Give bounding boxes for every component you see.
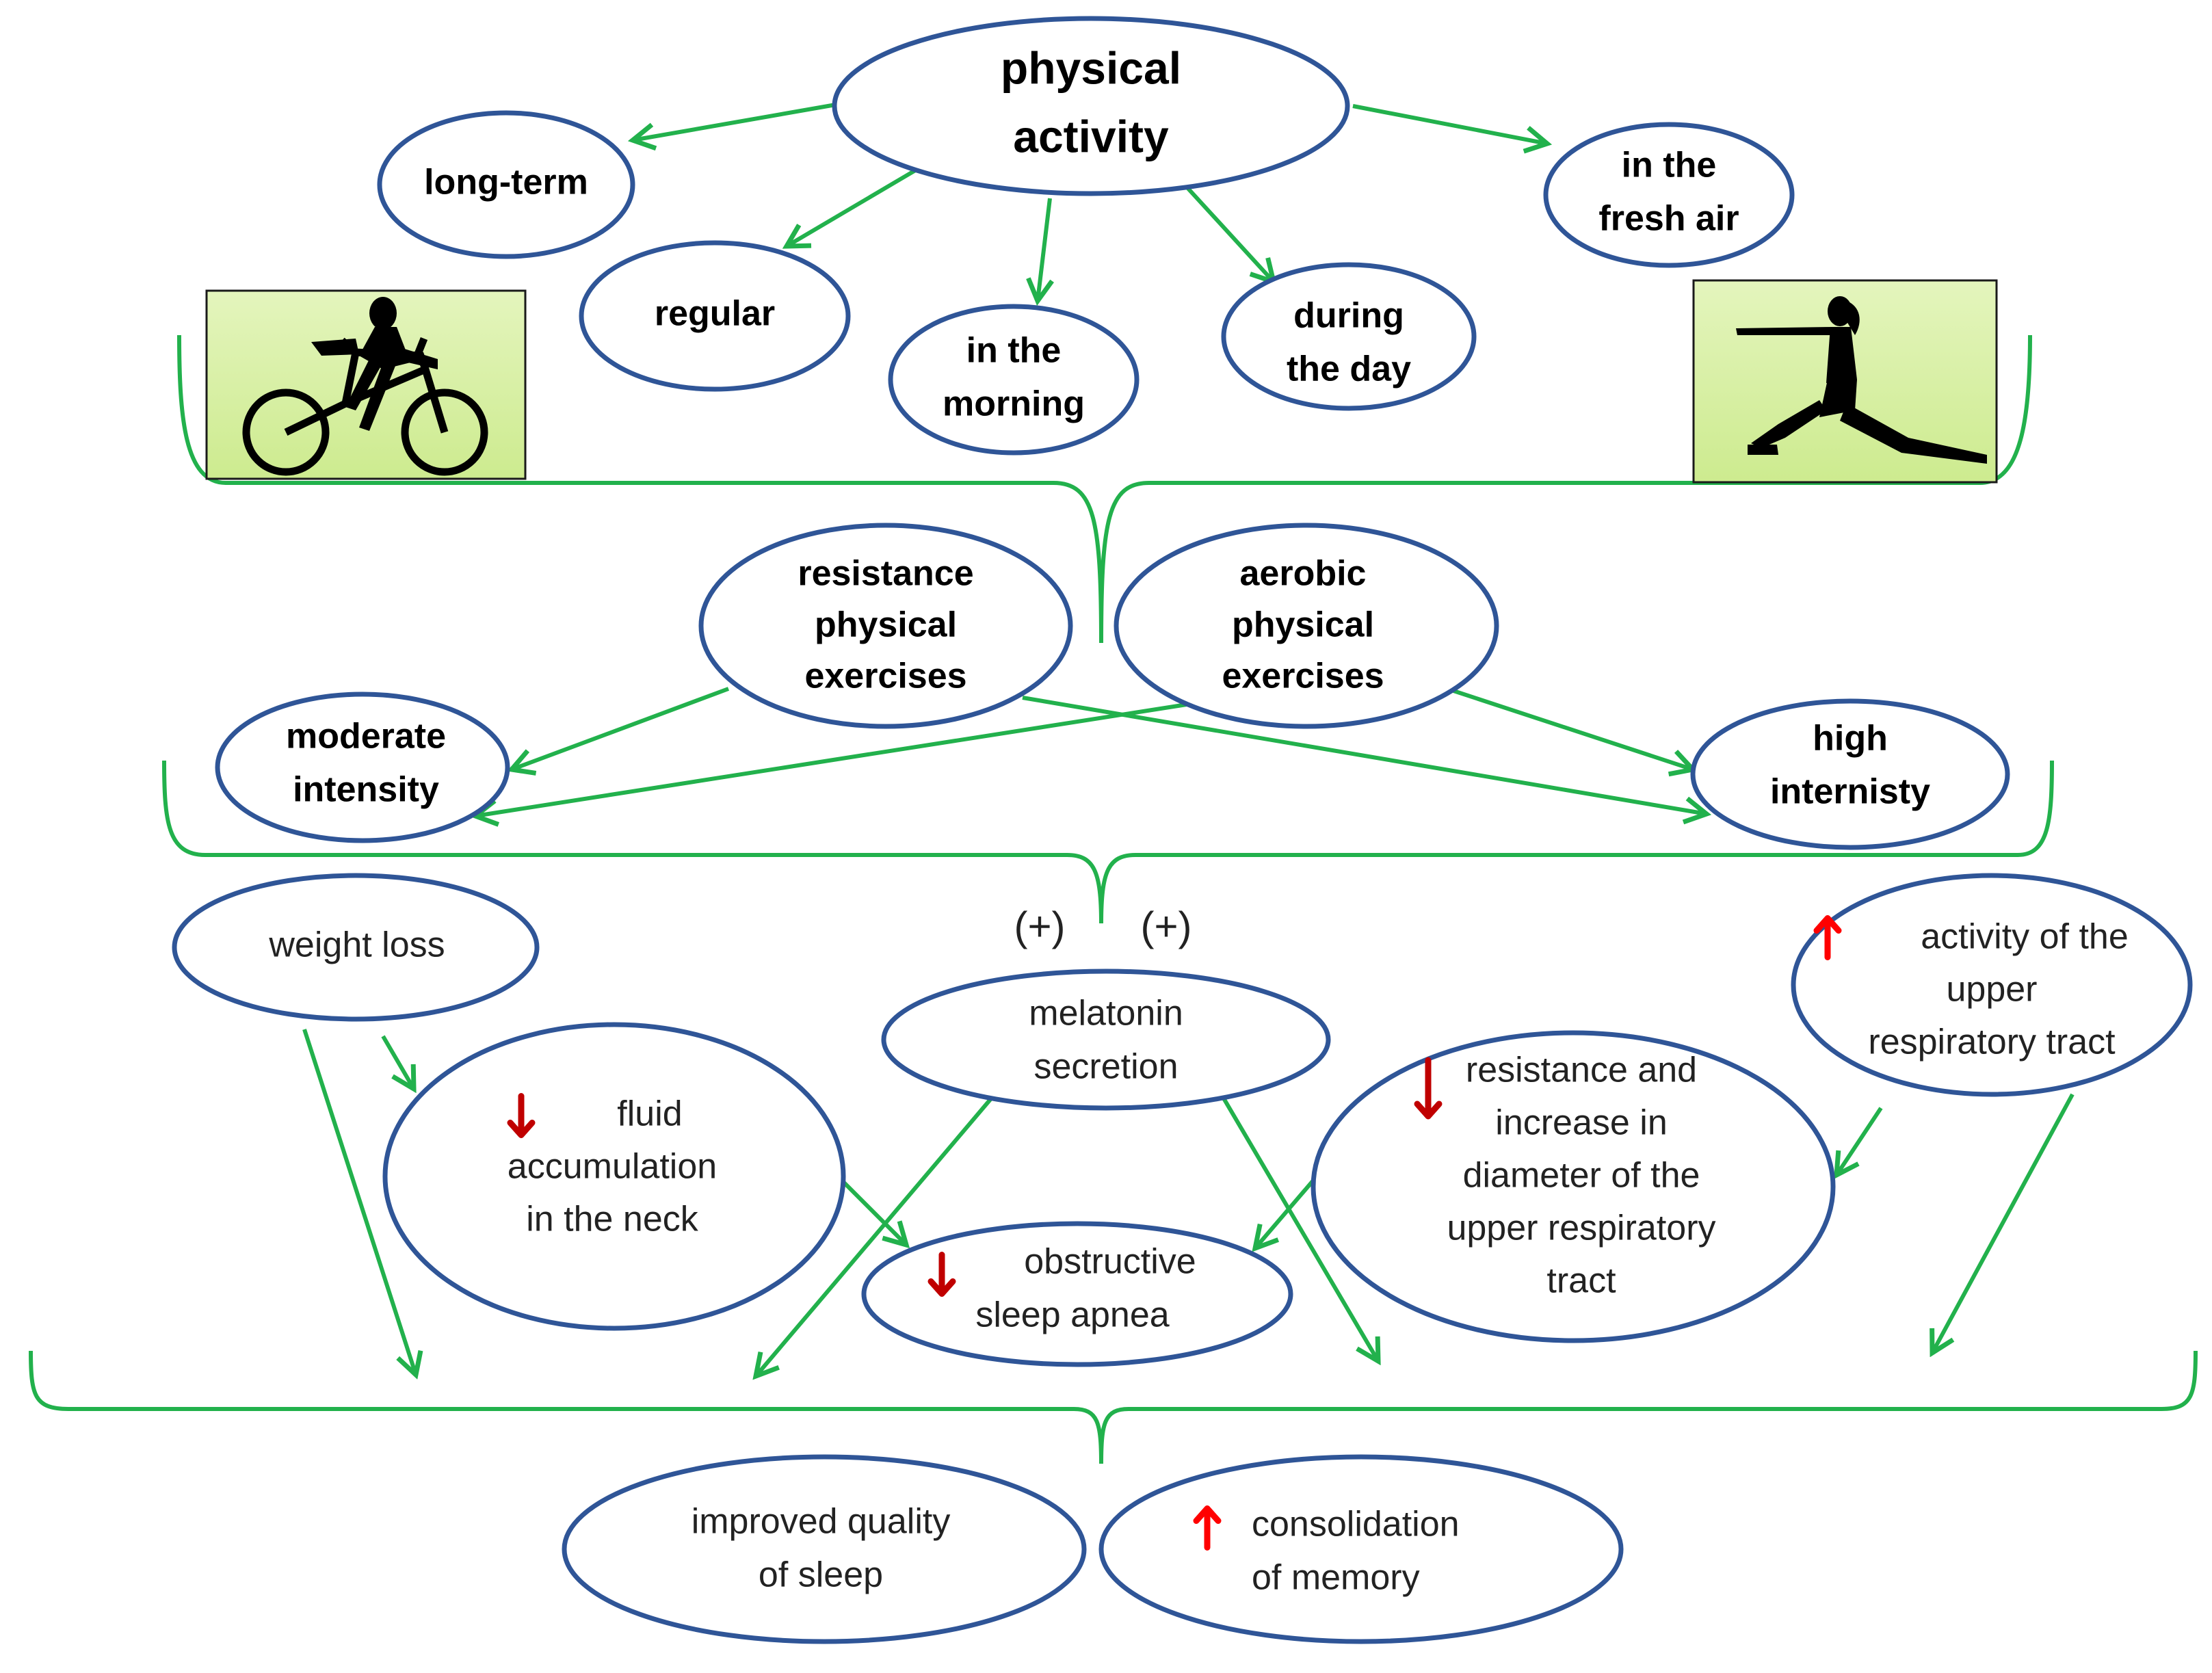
label-sleep-quality-line-1: improved quality <box>692 1502 951 1542</box>
arrow-diameter-apnea <box>1255 1175 1319 1248</box>
label-long-term-line-1: long-term <box>424 163 588 202</box>
indicators <box>507 915 1842 1551</box>
arrow-resistance-moderate <box>512 687 730 769</box>
label-apnea-line-2: sleep apnea <box>975 1295 1169 1335</box>
label-high-line-2: internisty <box>1770 772 1930 812</box>
label-resistance-line-3: exercises <box>804 657 966 696</box>
node-resistance <box>698 523 1073 729</box>
label-memory-line-2: of memory <box>1252 1558 1420 1598</box>
label-melatonin-line-1: melatonin <box>1029 994 1183 1033</box>
node-long-term <box>377 110 635 259</box>
label-upper-activity-line-3: respiratory tract <box>1868 1023 2116 1062</box>
label-melatonin-line-2: secretion <box>1034 1047 1179 1087</box>
label-resistance-line-2: physical <box>815 605 957 645</box>
node-memory <box>1098 1454 1624 1644</box>
label-memory-line-1: consolidation <box>1252 1505 1460 1544</box>
node-sleep-quality <box>562 1454 1087 1644</box>
bracket-top <box>177 334 2032 644</box>
label-aerobic-line-2: physical <box>1232 605 1374 645</box>
label-physical-activity-line-1: physical <box>1001 42 1181 93</box>
label-fresh-air-line-1: in the <box>1622 146 1717 185</box>
label-in-the-morning-line-2: morning <box>943 384 1085 424</box>
plus-marker-right: (+) <box>1141 904 1192 949</box>
label-fluid-line-3: in the neck <box>526 1200 698 1239</box>
arrow-weightloss-fluid <box>381 1035 414 1089</box>
node-morning <box>888 304 1140 456</box>
arrow-upper-bottom <box>1932 1093 2075 1353</box>
label-apnea-line-1: obstructive <box>1024 1242 1196 1282</box>
node-physical-activity <box>832 16 1350 196</box>
label-in-the-morning-line-1: in the <box>966 331 1062 371</box>
node-weight-loss <box>172 873 540 1022</box>
arrow-upper-diameter <box>1836 1107 1883 1175</box>
arrows <box>302 103 2075 1376</box>
node-melatonin <box>881 969 1331 1111</box>
arrow-melatonin-bottom <box>756 1096 994 1376</box>
node-aerobic <box>1114 523 1499 729</box>
indicator-memory-up-arrow-icon <box>1193 1505 1222 1551</box>
arrow-melatonin-right <box>1205 1069 1378 1361</box>
arrow-pa-regular <box>787 168 918 246</box>
node-resistance-diameter <box>1311 1030 1836 1343</box>
arrow-weightloss-bottom <box>302 1029 416 1375</box>
label-fluid-line-1: fluid <box>617 1094 682 1134</box>
grouping-brackets <box>29 334 2198 1464</box>
arrow-pa-morning <box>1038 198 1050 301</box>
indicator-upper-activity-up-arrow-icon <box>1813 915 1842 960</box>
label-during-the-day-line-1: during <box>1293 296 1404 336</box>
label-resistance-diameter-line-4: upper respiratory <box>1447 1209 1715 1248</box>
arrow-pa-longterm <box>633 103 837 140</box>
label-resistance-diameter-line-2: increase in <box>1495 1103 1667 1143</box>
node-fresh-air <box>1543 122 1795 268</box>
label-moderate-line-1: moderate <box>286 717 446 756</box>
node-upper-activity <box>1791 873 2193 1097</box>
label-resistance-diameter-line-1: resistance and <box>1466 1051 1697 1090</box>
cyclist-image <box>205 289 527 480</box>
node-shapes <box>172 16 2193 1644</box>
node-high <box>1690 698 2010 850</box>
label-high-line-1: high <box>1813 719 1888 759</box>
label-fresh-air-line-2: fresh air <box>1598 199 1739 239</box>
bracket-bottom <box>29 1350 2198 1464</box>
node-regular <box>579 240 851 392</box>
indicator-resistance-diameter-down-arrow-icon <box>1414 1057 1443 1120</box>
label-aerobic-line-1: aerobic <box>1240 554 1367 594</box>
arrow-pa-freshair <box>1352 104 1547 144</box>
bracket-middle <box>162 760 2054 924</box>
label-resistance-diameter-line-3: diameter of the <box>1463 1156 1700 1196</box>
label-resistance-line-1: resistance <box>798 554 973 594</box>
arrow-aerobic-moderate <box>475 702 1187 816</box>
label-upper-activity-line-1: activity of the <box>1921 917 2128 957</box>
label-physical-activity-line-2: activity <box>1013 111 1169 161</box>
indicator-fluid-down-arrow-icon <box>507 1093 536 1138</box>
node-apnea <box>861 1221 1293 1367</box>
label-during-the-day-line-2: the day <box>1287 350 1411 389</box>
arrow-aerobic-high <box>1453 689 1693 769</box>
node-day <box>1221 262 1477 411</box>
arrow-resistance-high <box>1022 696 1707 814</box>
indicator-apnea-down-arrow-icon <box>927 1252 956 1297</box>
label-sleep-quality-line-2: of sleep <box>759 1555 883 1595</box>
plus-marker-left: (+) <box>1014 904 1066 949</box>
node-labels: physical activity long-term regular in the mo… <box>268 42 2128 1597</box>
lunge-silhouette-icon <box>1736 296 1987 464</box>
label-regular-line-1: regular <box>655 294 775 334</box>
label-moderate-line-2: intensity <box>293 770 439 810</box>
lunge-image <box>1692 279 1998 484</box>
label-weight-loss-line-1: weight loss <box>268 925 445 965</box>
label-aerobic-line-3: exercises <box>1222 657 1384 696</box>
rider-icon <box>311 297 438 431</box>
arrow-pa-day <box>1181 181 1274 282</box>
arrow-fluid-apnea <box>839 1178 906 1245</box>
label-resistance-diameter-line-5: tract <box>1546 1261 1616 1301</box>
label-fluid-line-2: accumulation <box>508 1147 717 1187</box>
node-moderate <box>215 691 510 843</box>
label-upper-activity-line-2: upper <box>1947 970 2038 1010</box>
node-fluid <box>382 1022 846 1331</box>
